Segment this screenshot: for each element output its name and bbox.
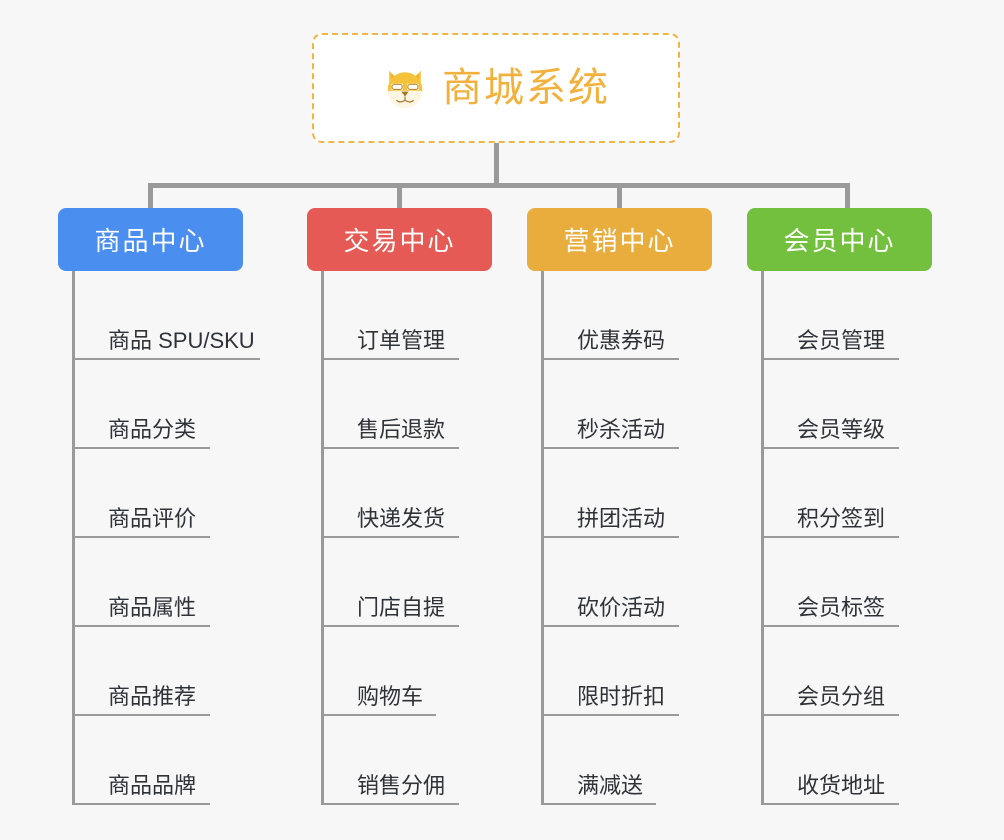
leaf-item[interactable]: 秒杀活动 xyxy=(541,360,679,449)
leaf-item-label: 商品属性 xyxy=(108,595,197,621)
branch-spine xyxy=(321,271,324,805)
branch-spine xyxy=(761,271,764,805)
leaf-item-label: 限时折扣 xyxy=(577,684,666,710)
branch-drop-connector-3 xyxy=(617,183,622,210)
leaf-item-label: 收货地址 xyxy=(797,773,886,799)
leaf-item-label: 秒杀活动 xyxy=(577,417,666,443)
leaf-item[interactable]: 会员分组 xyxy=(761,627,899,716)
shiba-dog-icon xyxy=(387,70,423,109)
branch-spine xyxy=(541,271,544,805)
leaf-item[interactable]: 会员管理 xyxy=(761,271,899,360)
leaf-item-label: 拼团活动 xyxy=(577,506,666,532)
branch-4: 会员管理会员等级积分签到会员标签会员分组收货地址 xyxy=(761,271,1004,805)
leaf-item[interactable]: 快递发货 xyxy=(321,449,459,538)
leaf-item[interactable]: 会员等级 xyxy=(761,360,899,449)
leaf-item[interactable]: 购物车 xyxy=(321,627,436,716)
category-box-3[interactable]: 营销中心 xyxy=(527,208,712,271)
leaf-item-label: 门店自提 xyxy=(357,595,446,621)
leaf-item[interactable]: 订单管理 xyxy=(321,271,459,360)
category-label: 商品中心 xyxy=(94,226,207,256)
leaf-item-label: 销售分佣 xyxy=(357,773,446,799)
category-box-4[interactable]: 会员中心 xyxy=(747,208,932,271)
branch-drop-connector-1 xyxy=(148,183,153,210)
leaf-item-label: 商品推荐 xyxy=(108,684,197,710)
leaf-item-label: 商品 SPU/SKU xyxy=(108,328,255,354)
category-label: 会员中心 xyxy=(783,226,896,256)
leaf-item-label: 积分签到 xyxy=(797,506,886,532)
branch-spine xyxy=(72,271,75,805)
leaf-item-label: 满减送 xyxy=(577,773,644,799)
leaf-item[interactable]: 满减送 xyxy=(541,716,656,805)
root-stem-connector xyxy=(494,143,499,186)
leaf-item-label: 会员分组 xyxy=(797,684,886,710)
leaf-item-label: 砍价活动 xyxy=(577,595,666,621)
leaf-item[interactable]: 商品评价 xyxy=(72,449,210,538)
leaf-item[interactable]: 砍价活动 xyxy=(541,538,679,627)
leaf-item[interactable]: 优惠券码 xyxy=(541,271,679,360)
leaf-item[interactable]: 商品分类 xyxy=(72,360,210,449)
category-label: 营销中心 xyxy=(563,226,676,256)
leaf-item-label: 会员等级 xyxy=(797,417,886,443)
leaf-item[interactable]: 收货地址 xyxy=(761,716,899,805)
branch-3: 优惠券码秒杀活动拼团活动砍价活动限时折扣满减送 xyxy=(541,271,801,805)
leaf-item[interactable]: 商品推荐 xyxy=(72,627,210,716)
root-node-content: 商城系统 xyxy=(382,65,610,111)
leaf-item-label: 购物车 xyxy=(357,684,424,710)
leaf-item-label: 优惠券码 xyxy=(577,328,666,354)
leaf-item[interactable]: 门店自提 xyxy=(321,538,459,627)
leaf-item[interactable]: 商品 SPU/SKU xyxy=(72,271,260,360)
branch-2: 订单管理售后退款快递发货门店自提购物车销售分佣 xyxy=(321,271,581,805)
leaf-item[interactable]: 售后退款 xyxy=(321,360,459,449)
category-label: 交易中心 xyxy=(343,226,456,256)
root-title: 商城系统 xyxy=(442,66,610,110)
leaf-item[interactable]: 销售分佣 xyxy=(321,716,459,805)
leaf-item-label: 商品分类 xyxy=(108,417,197,443)
leaf-item-label: 会员标签 xyxy=(797,595,886,621)
category-box-2[interactable]: 交易中心 xyxy=(307,208,492,271)
leaf-item[interactable]: 积分签到 xyxy=(761,449,899,538)
root-node[interactable]: 商城系统 xyxy=(312,33,680,143)
leaf-item-label: 订单管理 xyxy=(357,328,446,354)
branch-drop-connector-4 xyxy=(845,183,850,210)
leaf-item[interactable]: 商品属性 xyxy=(72,538,210,627)
branch-bus-connector xyxy=(148,183,848,188)
leaf-item-label: 快递发货 xyxy=(357,506,446,532)
branch-1: 商品 SPU/SKU 商品分类商品评价商品属性商品推荐商品品牌 xyxy=(72,271,332,805)
leaf-item-label: 商品品牌 xyxy=(108,773,197,799)
leaf-item[interactable]: 限时折扣 xyxy=(541,627,679,716)
leaf-item[interactable]: 拼团活动 xyxy=(541,449,679,538)
leaf-item[interactable]: 会员标签 xyxy=(761,538,899,627)
leaf-item-label: 售后退款 xyxy=(357,417,446,443)
category-box-1[interactable]: 商品中心 xyxy=(58,208,243,271)
leaf-item[interactable]: 商品品牌 xyxy=(72,716,210,805)
branch-drop-connector-2 xyxy=(397,183,402,210)
leaf-item-label: 会员管理 xyxy=(797,328,886,354)
leaf-item-label: 商品评价 xyxy=(108,506,197,532)
